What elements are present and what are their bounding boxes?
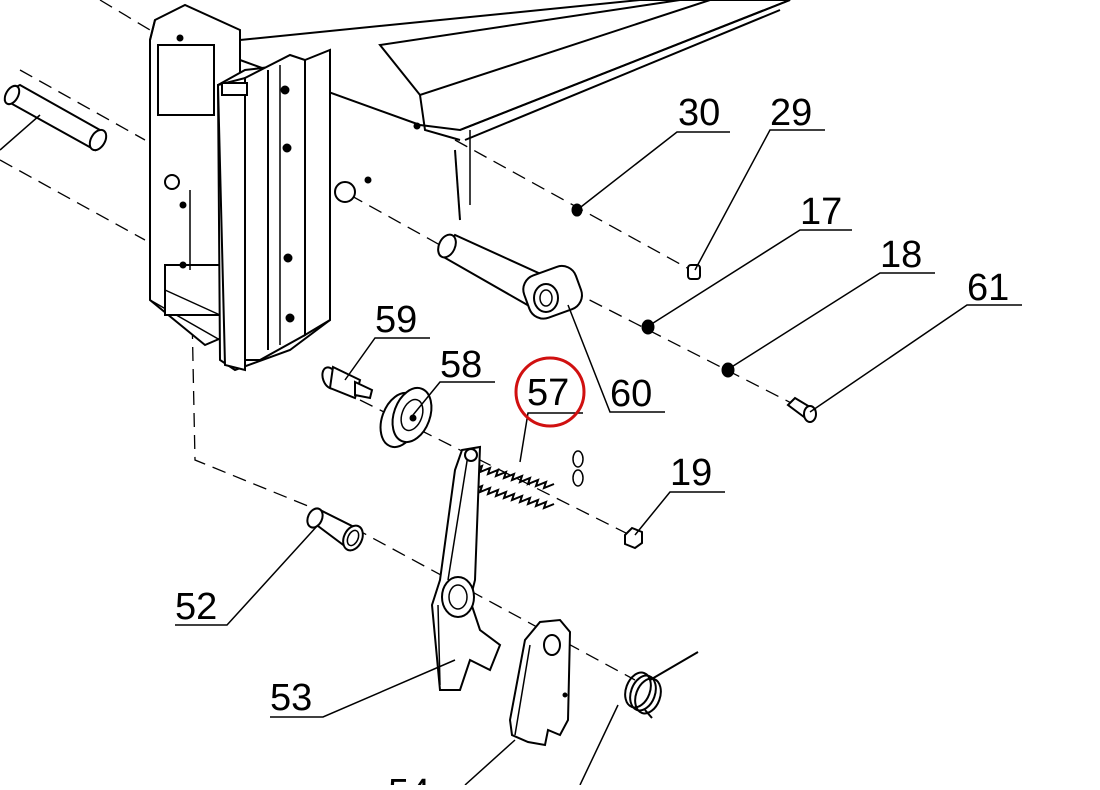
callout-17: 17 <box>800 191 842 233</box>
part-54-bracket <box>508 618 572 747</box>
callout-58: 58 <box>440 344 482 386</box>
part-60-shaft <box>437 233 583 320</box>
guide-rail <box>216 48 331 372</box>
callout-54: 54 <box>388 772 430 785</box>
leader-lines <box>175 129 1022 786</box>
hardware-items <box>571 203 817 550</box>
torsion-spring <box>624 651 699 719</box>
part-53-lever <box>430 445 502 691</box>
callout-60: 60 <box>610 373 652 415</box>
callout-29: 29 <box>770 92 812 134</box>
callout-30: 30 <box>678 92 720 134</box>
callout-labels: 30 29 17 18 61 59 58 57 60 19 52 53 54 <box>175 92 1009 790</box>
callout-53: 53 <box>270 677 312 719</box>
callout-57: 57 <box>527 372 569 414</box>
highlight-circle-57 <box>514 356 586 428</box>
part-57-springs <box>471 450 584 510</box>
callout-61: 61 <box>967 267 1009 309</box>
callout-18: 18 <box>880 234 922 276</box>
callout-52: 52 <box>175 586 217 628</box>
horizontal-beam <box>239 0 791 221</box>
part-58-pulley <box>379 386 433 449</box>
callout-19: 19 <box>670 452 712 494</box>
part-52-bushing <box>306 507 364 552</box>
pin-left <box>0 83 108 152</box>
part-59-bolt <box>321 365 374 400</box>
callout-59: 59 <box>375 299 417 341</box>
